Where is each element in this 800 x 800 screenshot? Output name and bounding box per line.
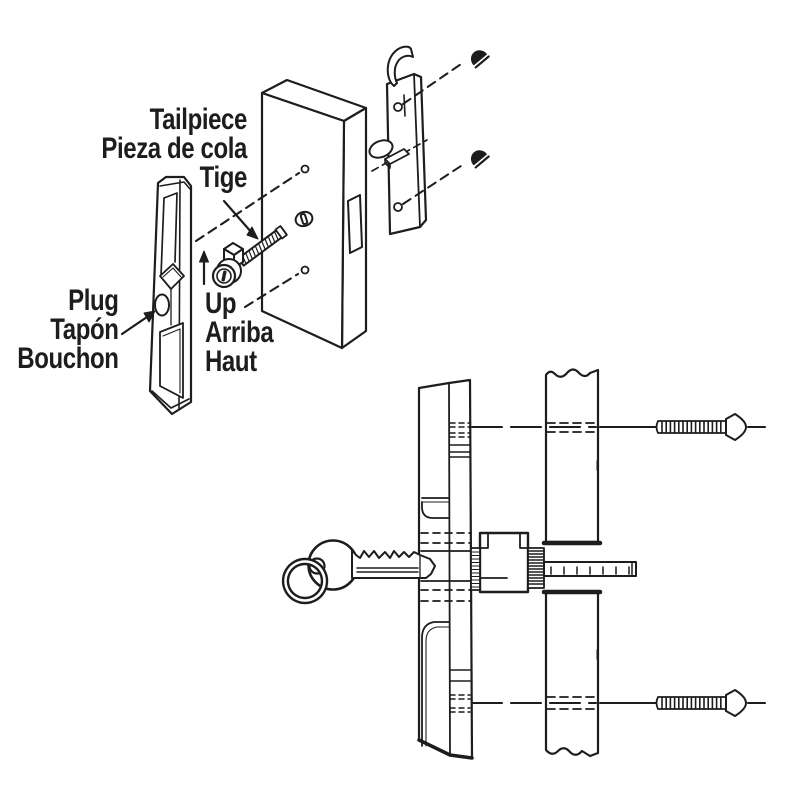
rack-tailpiece <box>543 561 637 577</box>
exploded-axis-upper <box>194 171 301 243</box>
label-up: Up Arriba Haut <box>205 287 274 378</box>
knurled-ring-right <box>527 547 545 589</box>
keeper-hole-top <box>393 102 403 112</box>
lock-body <box>260 78 368 350</box>
cylinder-housing <box>470 531 637 594</box>
latch-tab <box>384 148 410 165</box>
tige-leader-arrow <box>222 199 259 240</box>
cylinder-hole <box>294 210 314 228</box>
screw-centerlines <box>470 425 767 705</box>
key-ring <box>281 557 329 605</box>
screw-axis-top <box>402 61 465 105</box>
label-up-en: Up <box>205 287 237 320</box>
screw-axis-bottom <box>402 163 465 205</box>
mounting-screw-upper <box>655 413 747 441</box>
screw-hole-bottom <box>300 265 310 275</box>
latch-oval <box>368 139 394 159</box>
label-plug-es: Tapón <box>49 313 119 346</box>
plug-leader-arrow <box>120 310 156 336</box>
latch-slot <box>347 194 363 254</box>
plug-hole <box>154 293 170 317</box>
exploded-axis-lower <box>243 272 300 309</box>
keeper <box>368 45 465 236</box>
key <box>281 539 436 605</box>
keeper-hole-bottom <box>393 202 403 212</box>
label-tailpiece-en: Tailpiece <box>149 103 248 136</box>
label-plug-fr: Bouchon <box>16 342 119 375</box>
door-stile <box>417 378 474 760</box>
up-arrow <box>199 250 209 286</box>
label-tailpiece: Tailpiece Pieza de cola Tige <box>101 103 248 194</box>
key-blade <box>351 549 436 579</box>
label-up-fr: Haut <box>205 345 257 378</box>
pull-plate <box>148 175 193 416</box>
jamb-upper <box>541 368 603 546</box>
label-plug: Plug Tapón Bouchon <box>16 284 119 375</box>
cylinder <box>211 225 288 289</box>
keeper-screw-bottom <box>471 150 490 169</box>
keyway <box>221 270 227 282</box>
keeper-hook <box>386 45 414 87</box>
label-tailpiece-fr: Tige <box>199 161 248 194</box>
label-up-es: Arriba <box>205 316 274 349</box>
knurled-ring-left <box>470 547 481 591</box>
mounting-screw-lower <box>655 688 748 718</box>
label-tailpiece-es: Pieza de cola <box>101 132 247 165</box>
jamb-lower <box>541 589 603 758</box>
keeper-screw-top <box>471 50 490 69</box>
screw-hole-top <box>300 164 310 174</box>
label-plug-en: Plug <box>67 284 119 317</box>
